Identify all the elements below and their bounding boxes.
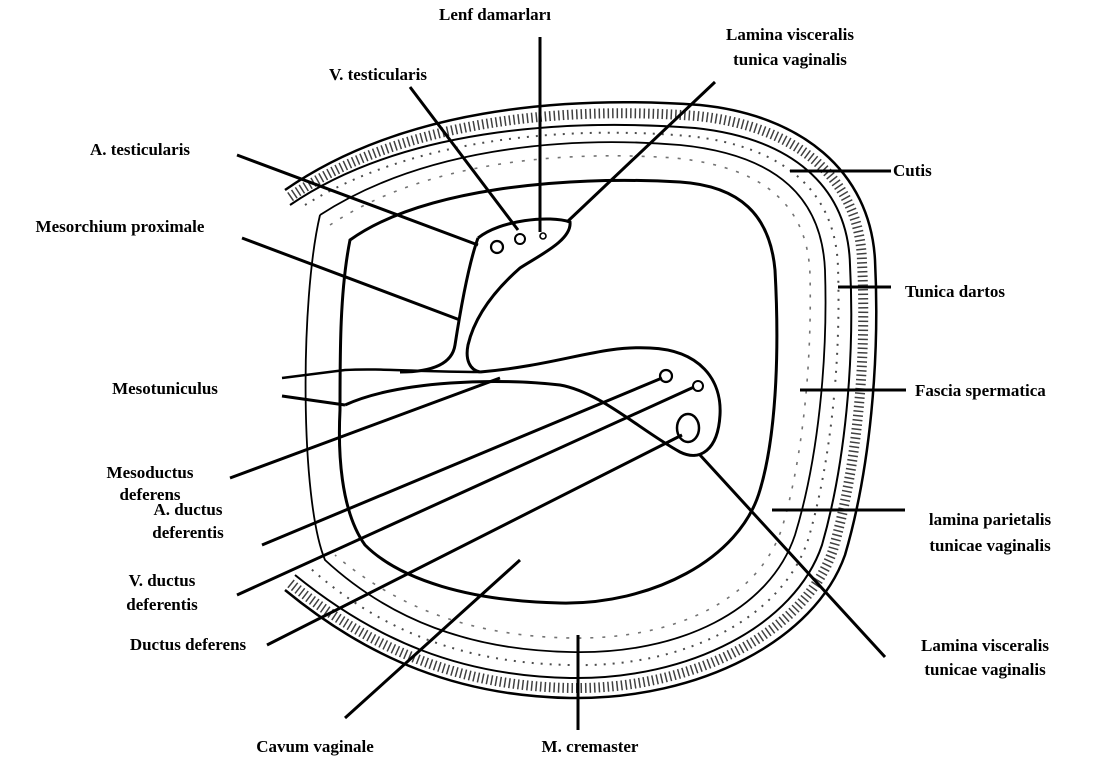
upper-vessels <box>491 233 546 253</box>
leader-lines <box>230 37 906 730</box>
label-tunica-dartos: Tunica dartos <box>905 282 1005 301</box>
labels: Lenf damarları Lamina visceralis tunica … <box>36 5 1052 756</box>
lower-vessels <box>660 370 703 442</box>
ductus-deferens-vessel <box>677 414 699 442</box>
label-a-ductus-2: deferentis <box>152 523 224 542</box>
a-testicularis-vessel <box>491 241 503 253</box>
a-ductus-vessel <box>660 370 672 382</box>
leader-v-testicularis <box>410 87 518 230</box>
label-lamina-visceralis-top-1: Lamina visceralis <box>726 25 854 44</box>
fascia-spermatica-layer <box>306 142 826 652</box>
label-v-ductus-2: deferentis <box>126 595 198 614</box>
label-cavum-vaginale: Cavum vaginale <box>256 737 374 756</box>
label-m-cremaster: M. cremaster <box>542 737 639 756</box>
label-ductus-deferens: Ductus deferens <box>130 635 247 654</box>
leader-mesorchium <box>242 238 460 320</box>
label-a-ductus-1: A. ductus <box>154 500 223 519</box>
label-lamina-parietalis-1: lamina parietalis <box>929 510 1052 529</box>
label-a-testicularis: A. testicularis <box>90 140 190 159</box>
label-v-ductus-1: V. ductus <box>129 571 196 590</box>
label-lamina-visceralis-top-2: tunica vaginalis <box>733 50 847 69</box>
leader-mesotuniculus <box>282 396 345 405</box>
label-mesorchium-proximale: Mesorchium proximale <box>36 217 205 236</box>
leader-ductus-deferens <box>267 435 682 645</box>
label-lamina-parietalis-2: tunicae vaginalis <box>929 536 1051 555</box>
label-mesotuniculus: Mesotuniculus <box>112 379 218 398</box>
v-testicularis-vessel <box>515 234 525 244</box>
dartos-layer <box>290 125 851 678</box>
label-mesoductus-1: Mesoductus <box>107 463 194 482</box>
label-lenf-damarlari: Lenf damarları <box>439 5 551 24</box>
outer-layers <box>285 102 876 698</box>
label-lamina-visceralis-bottom-2: tunicae vaginalis <box>924 660 1046 679</box>
label-lamina-visceralis-bottom-1: Lamina visceralis <box>921 636 1049 655</box>
cutis-layer <box>285 102 876 698</box>
lenf-vessel <box>540 233 546 239</box>
label-v-testicularis: V. testicularis <box>329 65 427 84</box>
mesotuniculus-stalk <box>282 369 480 378</box>
label-fascia-spermatica: Fascia spermatica <box>915 381 1046 400</box>
label-cutis: Cutis <box>893 161 932 180</box>
mesorchium-fold <box>467 219 570 372</box>
v-ductus-vessel <box>693 381 703 391</box>
